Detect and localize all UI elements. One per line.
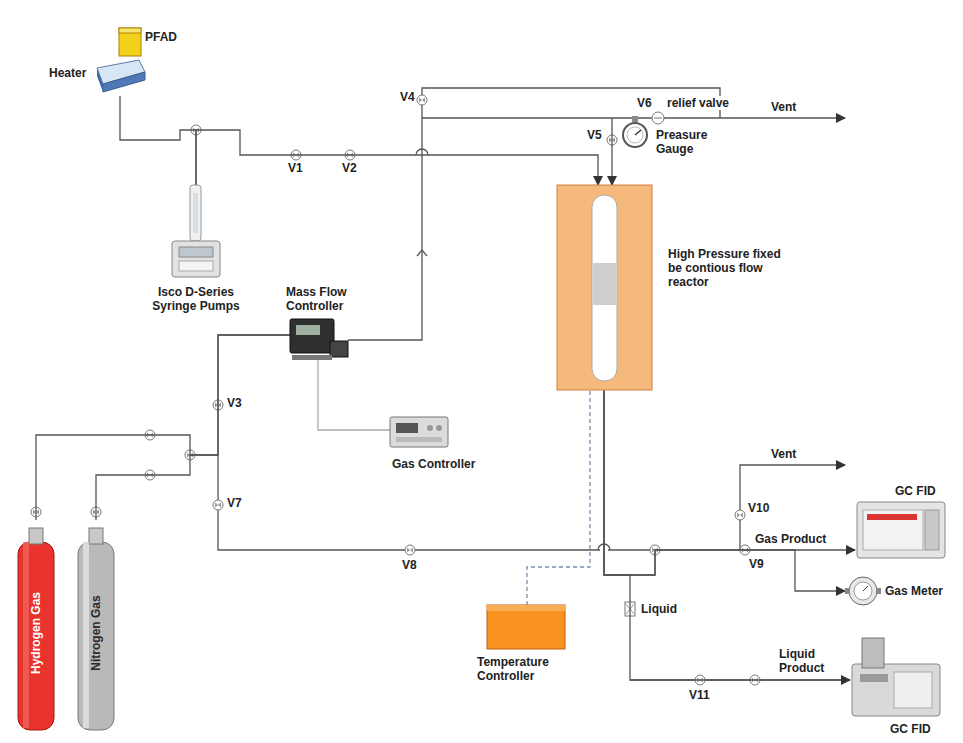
equipment-icon	[170, 185, 222, 277]
equipment-label: High Pressure fixed be contious flow rea…	[668, 247, 786, 289]
equipment-label: GC FID	[895, 484, 936, 498]
equipment-icon	[487, 605, 565, 649]
valve-or-stream-label: V5	[586, 128, 603, 142]
equipment-node: GC FID	[855, 496, 947, 564]
valve-or-stream-label: V2	[341, 161, 358, 175]
valve-or-stream-label: Liquid	[640, 602, 678, 616]
equipment-node: Preasure Gauge	[622, 122, 648, 148]
equipment-label: Gas Meter	[885, 584, 943, 598]
equipment-label: Isco D-Series Syringe Pumps	[140, 285, 252, 313]
valve-or-stream-label: relief valve	[666, 96, 730, 110]
valve-or-stream-label: V10	[747, 501, 770, 515]
equipment-node: Gas Meter	[845, 575, 881, 607]
equipment-label: PFAD	[145, 30, 177, 44]
valve-or-stream-label: V6	[636, 96, 653, 110]
equipment-label: Mass Flow Controller	[286, 285, 362, 313]
equipment-label: Preasure Gauge	[656, 128, 718, 156]
equipment-icon	[95, 28, 145, 96]
valve-or-stream-label: Gas Product	[754, 532, 827, 546]
valve-or-stream-label: V3	[226, 396, 243, 410]
equipment-label: Heater	[49, 66, 86, 80]
pipe-connector	[196, 130, 598, 185]
equipment-node: PFADHeater	[95, 28, 145, 96]
valve-or-stream-label: Vent	[770, 447, 797, 461]
valve-or-stream-label: V7	[226, 496, 243, 510]
equipment-node: High Pressure fixed be contious flow rea…	[557, 185, 652, 390]
valve-or-stream-label: V11	[688, 688, 711, 702]
pipe-connector	[527, 390, 590, 605]
equipment-node: Mass Flow Controller	[290, 315, 348, 360]
equipment-label: Hydrogen Gas	[29, 528, 43, 738]
equipment-label: Gas Controller	[392, 457, 502, 471]
equipment-label: Temperature Controller	[477, 655, 577, 683]
valve-or-stream-label: V1	[287, 161, 304, 175]
valve-or-stream-label: Vent	[770, 100, 797, 114]
equipment-label: GC FID	[890, 722, 931, 736]
equipment-node: Hydrogen Gas	[15, 520, 57, 730]
equipment-node: Temperature Controller	[487, 605, 565, 649]
pipe-connector	[96, 335, 290, 520]
equipment-node: Isco D-Series Syringe Pumps	[170, 185, 222, 277]
equipment-icon	[290, 315, 348, 360]
pipe-connector	[36, 335, 290, 520]
equipment-icon	[855, 496, 947, 564]
equipment-icon	[850, 638, 942, 718]
pipe-connector	[604, 390, 855, 575]
equipment-label: Nitrogen Gas	[89, 528, 103, 738]
valve-or-stream-label: V8	[401, 558, 418, 572]
pipe-connector	[318, 360, 390, 430]
pipe-connector	[604, 390, 845, 591]
valve-or-stream-label: V9	[748, 557, 765, 571]
equipment-icon	[845, 575, 881, 607]
valve-or-stream-label: V4	[399, 90, 416, 104]
equipment-icon	[622, 122, 648, 148]
equipment-icon	[557, 185, 652, 390]
pipe-connector	[604, 390, 850, 680]
equipment-node: Nitrogen Gas	[75, 520, 117, 730]
equipment-icon	[390, 413, 448, 449]
valve-or-stream-label: Liquid Product	[778, 647, 838, 675]
equipment-node: GC FID	[850, 638, 942, 718]
equipment-node: Gas Controller	[390, 413, 448, 449]
pipe-connector	[120, 96, 196, 185]
